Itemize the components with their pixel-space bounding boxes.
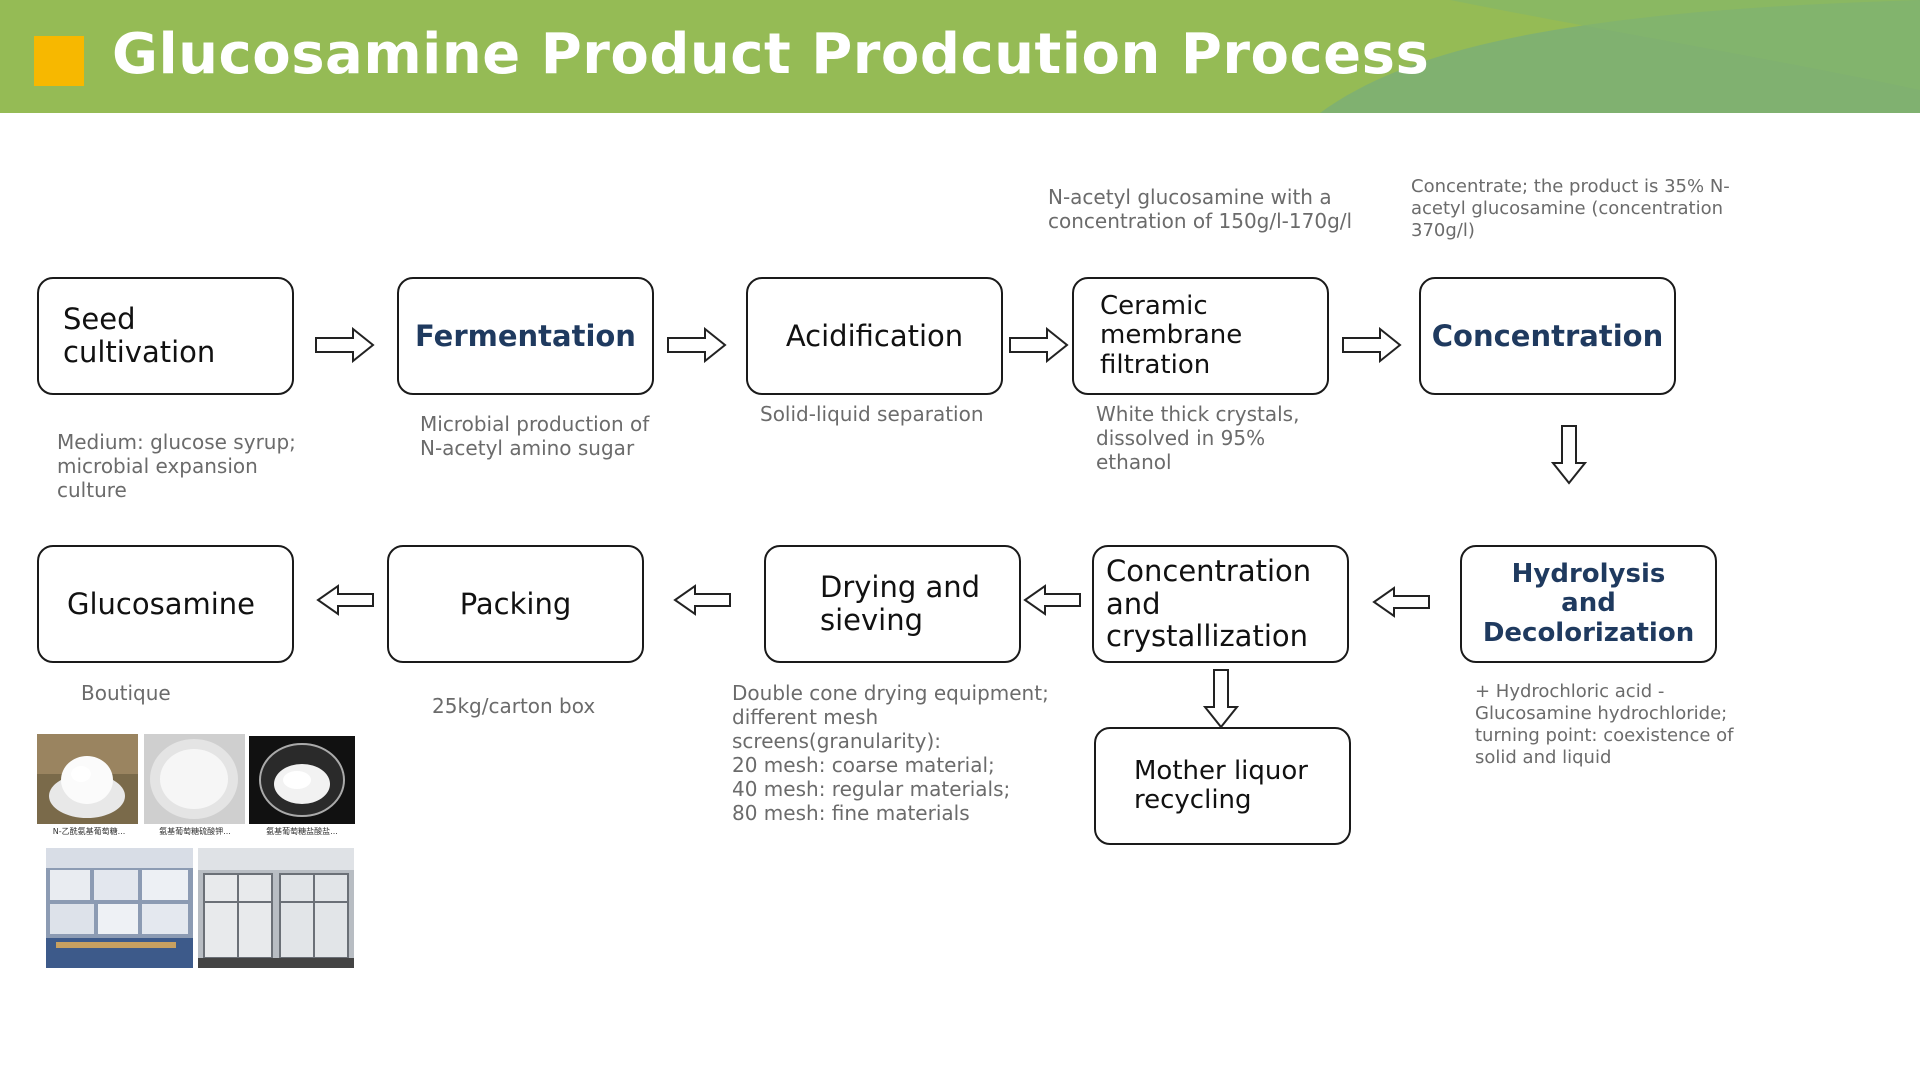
product-photo-powder-bowl	[37, 734, 138, 824]
arrow-left-icon	[1023, 584, 1081, 616]
step-seed-cultivation-label: Seed cultivation	[63, 302, 216, 369]
step-fermentation-label: Fermentation	[415, 318, 636, 353]
arrow-left-icon	[673, 584, 731, 616]
arrow-left-icon	[316, 584, 374, 616]
step-drying-and-sieving-label: Drying and sieving	[820, 570, 981, 637]
step-ceramic-membrane-filtration: Ceramic membrane filtration	[1072, 277, 1329, 395]
photo-caption-1: N-乙酰氨基葡萄糖...	[52, 827, 126, 836]
step-mother-liquor-recycling-label: Mother liquor recycling	[1134, 755, 1308, 815]
step-packing: Packing	[387, 545, 644, 663]
arrow-right-icon	[667, 327, 727, 363]
step-glucosamine-label: Glucosamine	[67, 586, 256, 621]
step-ceramic-membrane-filtration-label: Ceramic membrane filtration	[1100, 290, 1243, 380]
note-drying-and-sieving: Double cone drying equipment; different …	[732, 681, 1049, 825]
step-fermentation: Fermentation	[397, 277, 654, 395]
arrow-right-icon	[1009, 327, 1069, 363]
header-banner: Glucosamine Product Prodcution Process	[0, 0, 1920, 113]
step-acidification-label: Acidification	[785, 318, 964, 353]
warehouse-photo-bags	[46, 848, 193, 968]
product-photo-powder-plate	[144, 734, 245, 824]
title-marker-square	[34, 36, 84, 86]
note-ceramic-bottom: White thick crystals, dissolved in 95% e…	[1096, 402, 1300, 474]
arrow-down-icon	[1551, 425, 1587, 485]
photo-caption-2: 氨基葡萄糖硫酸钾...	[159, 827, 231, 836]
photo-caption-3: 氨基葡萄糖盐酸盐...	[266, 827, 338, 836]
note-hydrolysis: + Hydrochloric acid - Glucosamine hydroc…	[1475, 681, 1734, 768]
note-ceramic-top: N-acetyl glucosamine with a concentratio…	[1048, 185, 1353, 233]
note-seed-cultivation: Medium: glucose syrup; microbial expansi…	[57, 430, 296, 502]
page-title: Glucosamine Product Prodcution Process	[112, 22, 1430, 87]
step-concentration-and-crystallization-label: Concentration and crystallization	[1106, 553, 1312, 654]
note-glucosamine: Boutique	[81, 681, 171, 705]
header-wave-decoration	[1320, 0, 1920, 113]
arrow-down-icon	[1203, 669, 1239, 729]
warehouse-photo-tanks	[198, 848, 354, 968]
step-concentration-and-crystallization: Concentration and crystallization	[1092, 545, 1349, 663]
arrow-right-icon	[1342, 327, 1402, 363]
step-concentration: Concentration	[1419, 277, 1676, 395]
step-seed-cultivation: Seed cultivation	[37, 277, 294, 395]
step-mother-liquor-recycling: Mother liquor recycling	[1094, 727, 1351, 845]
note-acidification: Solid-liquid separation	[760, 402, 984, 426]
step-hydrolysis-and-decolorization: Hydrolysis and Decolorization	[1460, 545, 1717, 663]
step-concentration-label: Concentration	[1431, 318, 1664, 353]
arrow-right-icon	[315, 327, 375, 363]
step-glucosamine: Glucosamine	[37, 545, 294, 663]
arrow-left-icon	[1372, 586, 1430, 618]
step-acidification: Acidification	[746, 277, 1003, 395]
step-hydrolysis-and-decolorization-label: Hydrolysis and Decolorization	[1482, 558, 1695, 648]
product-photo-powder-dish	[249, 736, 355, 824]
note-packing: 25kg/carton box	[432, 694, 596, 718]
step-drying-and-sieving: Drying and sieving	[764, 545, 1021, 663]
note-fermentation: Microbial production of N-acetyl amino s…	[420, 412, 650, 460]
note-concentration-top: Concentrate; the product is 35% N- acety…	[1411, 176, 1730, 241]
step-packing-label: Packing	[459, 586, 572, 621]
